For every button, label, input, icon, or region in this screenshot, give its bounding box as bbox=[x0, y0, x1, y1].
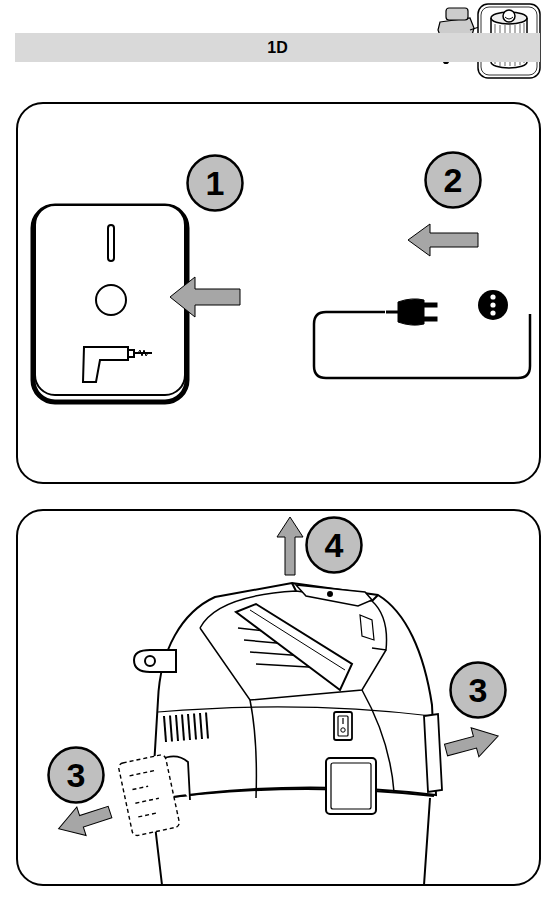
band-fill bbox=[15, 33, 540, 62]
vacuum-head-part bbox=[158, 707, 432, 716]
drill-symbol-part bbox=[128, 350, 152, 357]
top-panel bbox=[17, 103, 540, 483]
section-label: 1D bbox=[267, 40, 287, 56]
drill-symbol-part bbox=[83, 347, 128, 382]
switch-panel bbox=[33, 205, 187, 402]
filter-cleaning-button-part bbox=[326, 758, 376, 814]
info-symbol-part bbox=[490, 294, 495, 299]
side-latch-part-part bbox=[130, 770, 164, 816]
vacuum-head-part bbox=[250, 700, 256, 798]
filter-cleaning-button bbox=[326, 758, 376, 814]
pull-arrow bbox=[408, 224, 478, 256]
plug-symbol-part bbox=[424, 303, 437, 307]
callout-number: 2 bbox=[444, 163, 463, 197]
vacuum-head-part bbox=[360, 615, 374, 640]
filter-icon-part bbox=[505, 17, 513, 19]
callout-circle: 3 bbox=[449, 661, 507, 719]
info-symbol-part bbox=[490, 310, 495, 315]
vacuum-head-part bbox=[328, 592, 332, 596]
vent-slots-part bbox=[164, 716, 166, 742]
vacuum-icon-part bbox=[446, 8, 468, 20]
power-switch-part bbox=[338, 716, 348, 736]
filter-icon-part bbox=[491, 62, 527, 68]
info-symbol-part bbox=[478, 290, 508, 320]
callout-disc bbox=[49, 748, 104, 803]
callout-circle: 1 bbox=[186, 154, 244, 212]
vacuum-head-part bbox=[250, 610, 345, 670]
side-latch bbox=[118, 714, 442, 836]
plug-symbol-part bbox=[386, 311, 398, 314]
info-symbol-part bbox=[490, 302, 495, 307]
drill-symbol bbox=[83, 347, 152, 382]
vacuum-head-part bbox=[296, 585, 372, 606]
switch-panel-part bbox=[35, 205, 185, 395]
lift-arrow bbox=[277, 517, 303, 575]
vacuum-head-part bbox=[152, 583, 436, 800]
side-latch-part-part bbox=[118, 754, 180, 836]
info-symbol bbox=[478, 290, 508, 320]
vent-slots-part bbox=[170, 716, 172, 742]
callout-number: 3 bbox=[67, 758, 86, 792]
callout-circle: 3 bbox=[47, 746, 105, 804]
vent-slots-part bbox=[188, 714, 190, 740]
callout-disc bbox=[451, 663, 506, 718]
bottom-panel bbox=[17, 510, 540, 885]
power-switch-part bbox=[342, 718, 343, 724]
plug-symbol bbox=[386, 299, 437, 325]
vent-slots-part bbox=[182, 715, 184, 741]
vent-slots-part bbox=[200, 713, 202, 739]
vacuum-head bbox=[134, 583, 436, 885]
drill-symbol-part bbox=[138, 350, 148, 356]
side-latch-part bbox=[424, 714, 442, 792]
vacuum-head-part bbox=[145, 656, 155, 666]
filter-icon-part bbox=[503, 10, 515, 22]
push-arrow bbox=[170, 277, 240, 317]
callout-number: 1 bbox=[206, 166, 225, 200]
switch-panel-part bbox=[108, 225, 114, 261]
callout-disc bbox=[426, 153, 481, 208]
side-latch-part bbox=[118, 754, 180, 836]
power-switch-part bbox=[334, 712, 352, 740]
callout-number: 4 bbox=[325, 528, 344, 562]
vent-slots-part bbox=[176, 715, 178, 741]
callout-disc bbox=[307, 518, 362, 573]
power-switch bbox=[334, 712, 352, 740]
header-band: 1D bbox=[15, 33, 540, 62]
callout-number: 3 bbox=[469, 673, 488, 707]
callout-circle: 2 bbox=[424, 151, 482, 209]
callout-circle: 4 bbox=[305, 516, 363, 574]
filter-cleaning-button-part bbox=[331, 763, 371, 809]
release-arrow bbox=[54, 798, 115, 843]
release-arrow bbox=[442, 722, 502, 765]
vacuum-head-part bbox=[236, 604, 352, 690]
vacuum-head-part bbox=[152, 798, 430, 885]
switch-panel-part bbox=[96, 285, 126, 315]
callout-disc bbox=[188, 156, 243, 211]
plug-symbol-part bbox=[398, 299, 424, 325]
vent-slots-part bbox=[206, 713, 208, 739]
vent-slots-part bbox=[194, 714, 196, 740]
power-switch-part bbox=[341, 728, 345, 732]
switch-panel-part bbox=[33, 206, 187, 402]
vent-slots bbox=[164, 713, 208, 743]
plug-symbol-part bbox=[424, 317, 437, 321]
vacuum-head-part bbox=[134, 650, 176, 672]
